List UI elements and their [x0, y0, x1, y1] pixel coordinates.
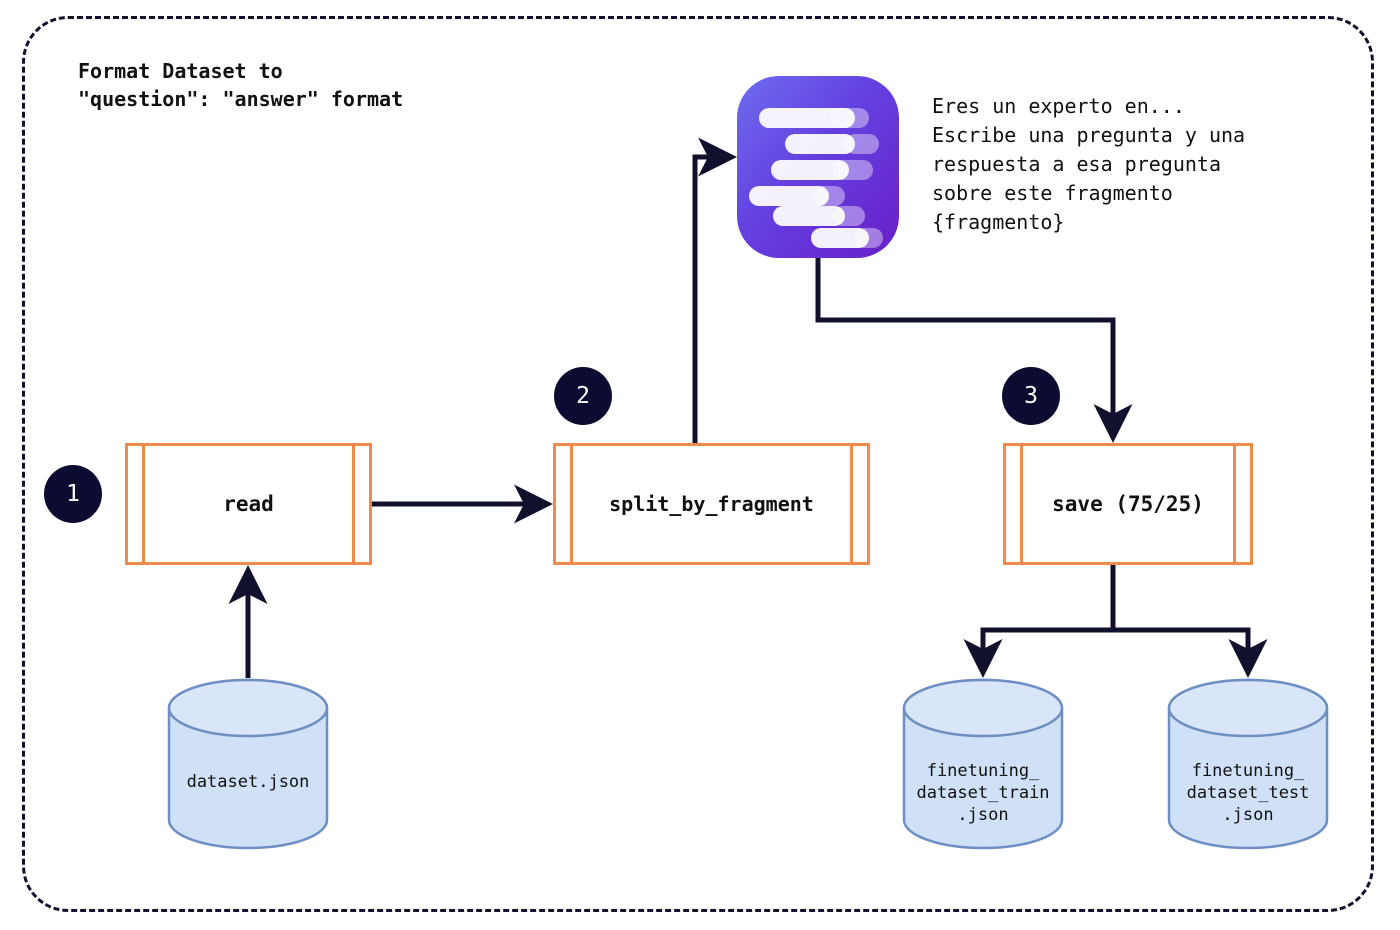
llm-prompt-text: Eres un experto en... Escribe una pregun…: [932, 94, 1246, 234]
process-split-by-fragment-label: split_by_fragment: [609, 492, 814, 516]
step-badge-2: 2: [554, 367, 612, 425]
step-badge-1: 1: [44, 465, 102, 523]
process-read-label: read: [223, 492, 274, 516]
datastore-dataset-json-label: dataset.json: [186, 772, 310, 792]
process-save[interactable]: save (75/25): [1003, 443, 1253, 565]
datastore-finetuning-test-label: finetuning_ dataset_test .json: [1186, 761, 1310, 825]
diagram-title: Format Dataset to "question": "answer" f…: [78, 59, 404, 111]
datastore-finetuning-train-label: finetuning_ dataset_train .json: [916, 761, 1050, 825]
datastore-dataset-json[interactable]: dataset.json: [167, 678, 329, 850]
process-split-by-fragment[interactable]: split_by_fragment: [553, 443, 870, 565]
process-save-label: save (75/25): [1052, 492, 1204, 516]
llm-chat-icon: [737, 76, 899, 258]
process-read[interactable]: read: [125, 443, 372, 565]
diagram-frame: [22, 16, 1374, 912]
datastore-finetuning-train[interactable]: finetuning_ dataset_train .json: [902, 678, 1064, 850]
datastore-finetuning-test[interactable]: finetuning_ dataset_test .json: [1167, 678, 1329, 850]
step-badge-3: 3: [1002, 367, 1060, 425]
